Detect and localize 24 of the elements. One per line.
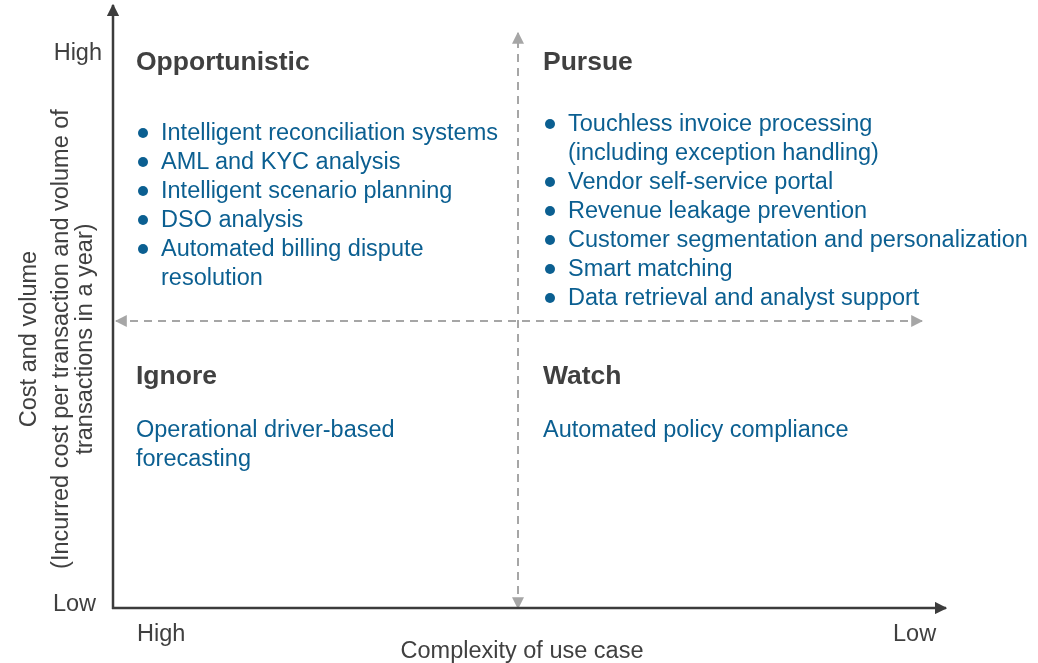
quadrant-heading: Watch (543, 359, 622, 391)
use-case-item: Operational driver-based forecasting (136, 415, 396, 473)
use-case-item: Intelligent reconciliation systems (161, 118, 498, 147)
use-case-item: Automated billing dispute resolution (161, 234, 425, 292)
use-case-item: AML and KYC analysis (161, 147, 401, 176)
axis-label: High (52, 38, 102, 66)
use-case-item: Intelligent scenario planning (161, 176, 453, 205)
quadrant-heading: Ignore (136, 359, 217, 391)
axis-subtitle: (Incurred cost per transaction and volume of transactions in a year) (48, 108, 96, 571)
use-case-item: Data retrieval and analyst support (568, 283, 920, 312)
use-case-item: Revenue leakage prevention (568, 196, 868, 225)
use-case-item: DSO analysis (161, 205, 304, 234)
axis-title: Cost and volume (16, 250, 40, 428)
use-case-item: Customer segmentation and personalization (568, 225, 1028, 254)
axis-label: Low (893, 619, 937, 647)
quadrant-heading: Pursue (543, 45, 633, 77)
quadrant-heading: Opportunistic (136, 45, 310, 77)
axis-label: Low (51, 589, 96, 617)
use-case-item: Smart matching (568, 254, 733, 283)
axis-label: Complexity of use case (399, 636, 645, 663)
use-case-item: Automated policy compliance (543, 415, 849, 444)
axis-label: High (137, 619, 186, 647)
use-case-item: Vendor self-service portal (568, 167, 834, 196)
use-case-item: Touchless invoice processing (including exception handling) (568, 109, 880, 167)
